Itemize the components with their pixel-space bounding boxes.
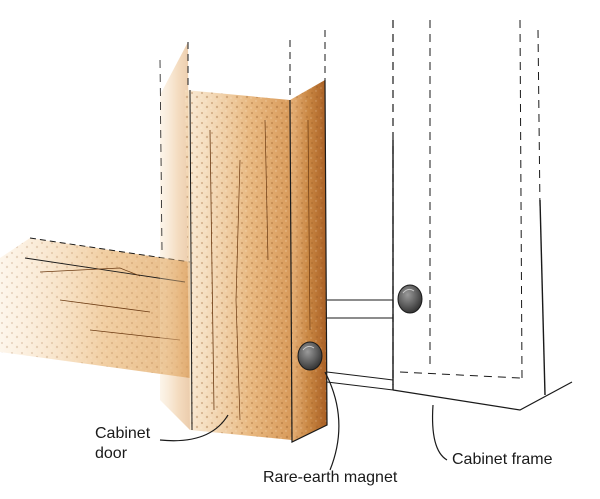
cabinet-door-edge [289,30,328,443]
cabinet-door-rail [0,237,191,378]
leader-lines [159,371,448,471]
cabinet-door-label: Cabinet door [95,425,151,462]
door-leader-line [159,414,229,442]
door-magnet [297,341,323,371]
cabinet-door-stile [159,42,292,440]
cabinet-frame [326,19,573,411]
cabinet-frame-label: Cabinet frame [452,451,553,468]
magnet-leader-line [324,371,340,471]
frame-magnet [397,284,423,314]
rare-earth-magnet-label: Rare-earth magnet [263,469,398,486]
frame-leader-line [431,404,448,461]
